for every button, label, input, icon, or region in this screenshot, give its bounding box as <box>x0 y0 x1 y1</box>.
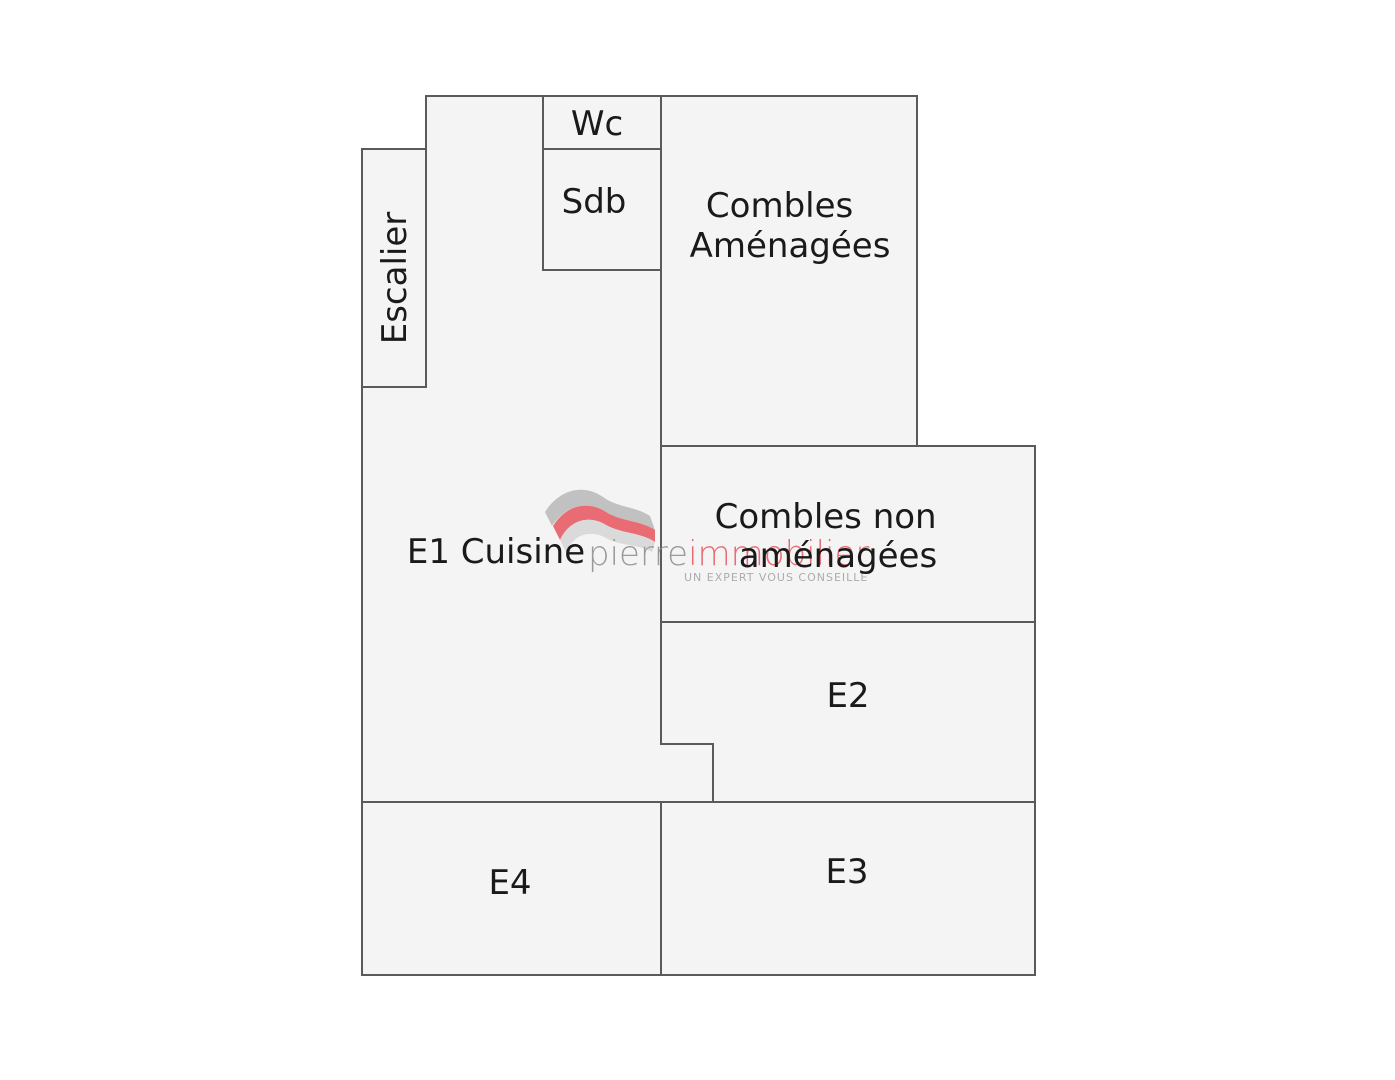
logo-swoosh-grey-icon <box>545 489 655 530</box>
room-combles-non-amenagees <box>660 445 1036 623</box>
room-combles-amenagees <box>660 95 918 447</box>
watermark-logo: pierreimmobilier UN EXPERT VOUS CONSEILL… <box>545 489 869 584</box>
label-e1-cuisine: E1 Cuisine <box>407 532 585 572</box>
label-combles-amenagees-line2: Aménagées <box>690 226 891 266</box>
label-e3: E3 <box>825 852 868 892</box>
label-combles-amenagees-line1: Combles <box>706 186 853 226</box>
room-escalier <box>361 148 427 388</box>
logo-swoosh-red-icon <box>553 505 655 542</box>
label-combles-non-amenagees-line2: aménagées <box>739 536 937 576</box>
label-combles-non-amenagees: Combles non aménagées <box>715 497 948 576</box>
watermark-brand: pierreimmobilier <box>588 534 869 574</box>
label-e4: E4 <box>488 863 531 903</box>
watermark-tagline: UN EXPERT VOUS CONSEILLE <box>684 571 868 584</box>
room-sdb <box>542 148 662 271</box>
room-e3 <box>660 801 1036 976</box>
label-escalier: Escalier <box>375 212 415 345</box>
label-wc: Wc <box>571 104 623 144</box>
room-e4 <box>361 801 662 976</box>
label-e2: E2 <box>826 676 869 716</box>
watermark-brand-part2: immobilier <box>688 534 869 574</box>
watermark-brand-part1: pierre <box>588 534 688 574</box>
label-combles-amenagees: Combles Aménagées <box>690 186 891 266</box>
logo-swoosh-light-icon <box>560 519 655 552</box>
label-sdb: Sdb <box>562 182 627 222</box>
label-combles-non-amenagees-line1: Combles non <box>715 497 937 537</box>
